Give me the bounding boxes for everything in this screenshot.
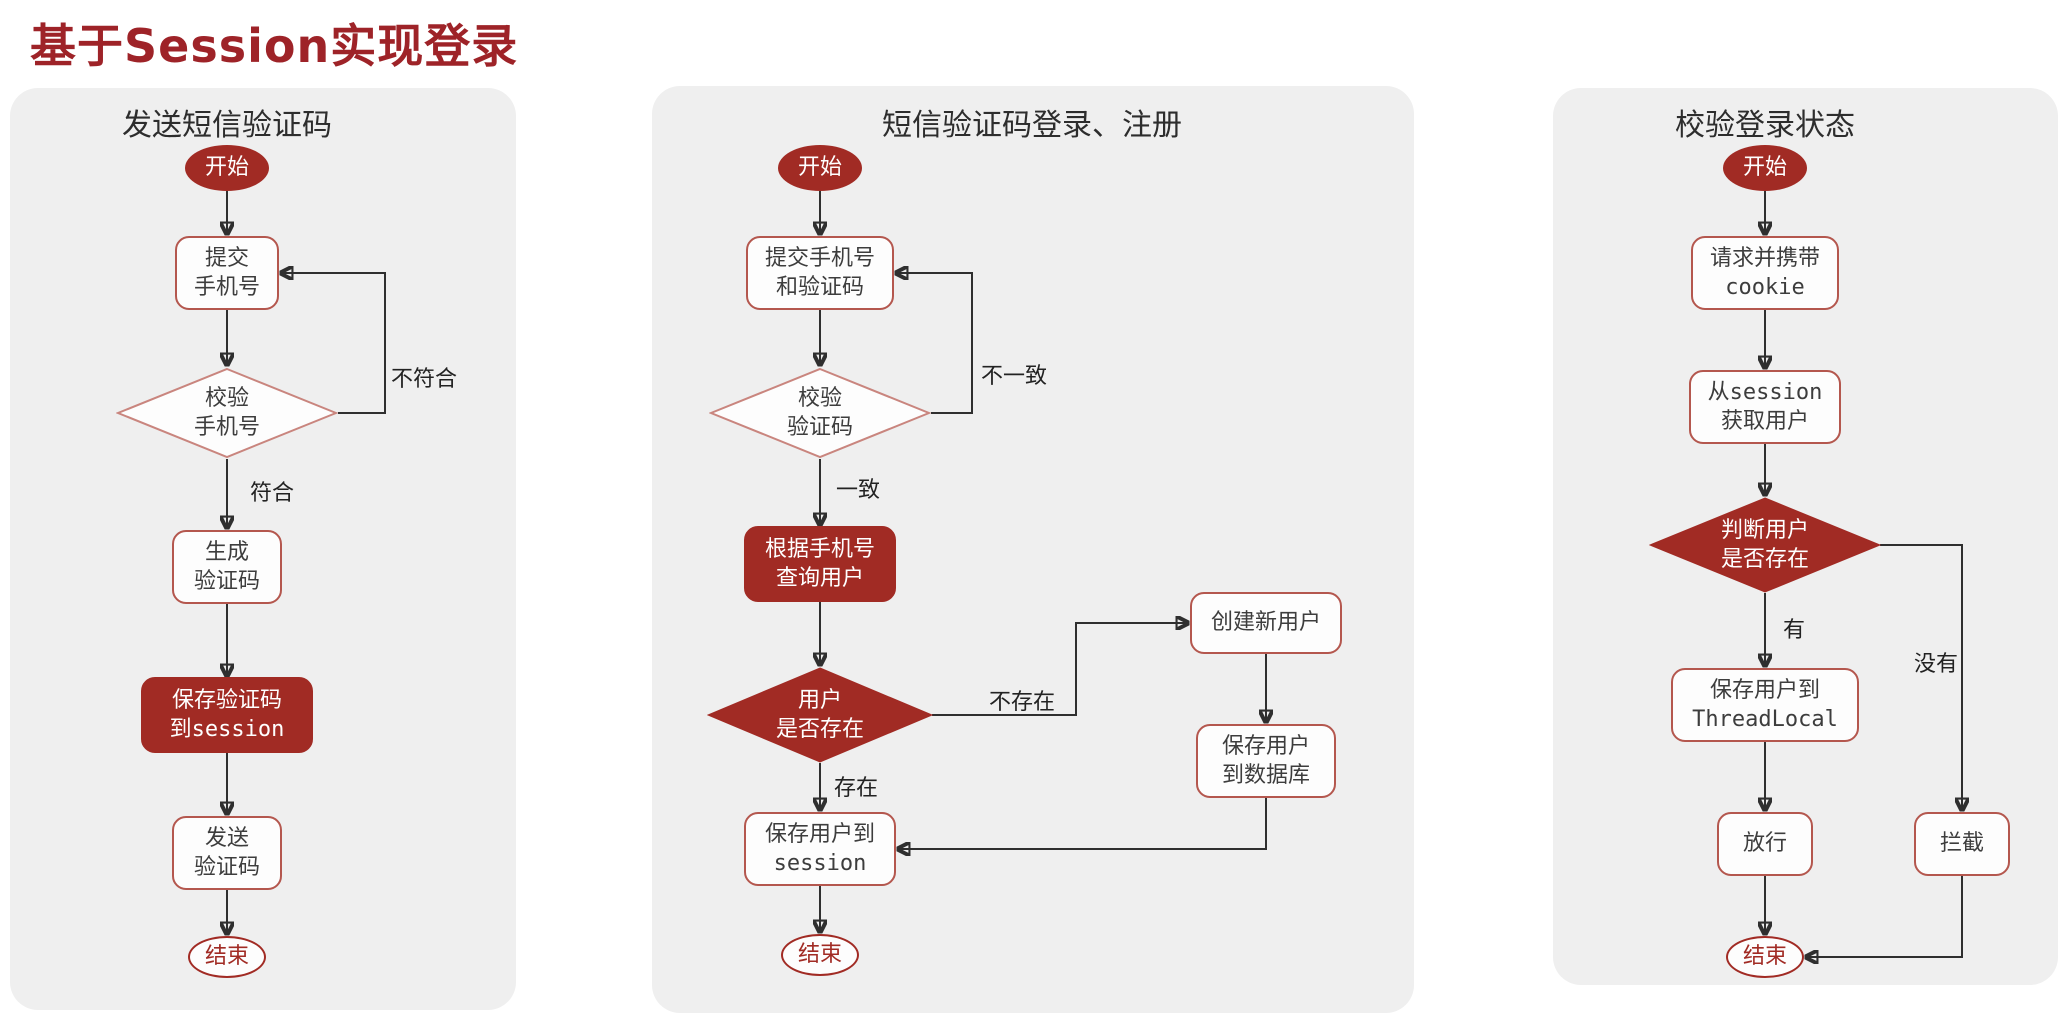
edge-label-mismatch: 不一致 xyxy=(980,364,1048,389)
diamond-shape xyxy=(709,367,931,459)
node-create-user: 创建新用户 xyxy=(1190,592,1342,654)
node-user-exists: 用户 是否存在 xyxy=(707,667,933,763)
edge-label-exist: 存在 xyxy=(833,776,879,801)
node-query-user: 根据手机号 查询用户 xyxy=(744,526,896,602)
page-title: 基于Session实现登录 xyxy=(30,19,519,73)
node-label: 校验 验证码 xyxy=(786,385,853,440)
diamond-shape xyxy=(116,367,338,459)
node-label: 校验 手机号 xyxy=(193,385,260,440)
node-block: 拦截 xyxy=(1914,812,2010,876)
node-pass: 放行 xyxy=(1717,812,1813,876)
node-check-code: 校验 验证码 xyxy=(709,367,931,459)
node-start-1: 开始 xyxy=(185,145,269,191)
node-label: 用户 是否存在 xyxy=(775,687,864,742)
node-get-user-session: 从session 获取用户 xyxy=(1689,370,1841,444)
node-start-2: 开始 xyxy=(778,145,862,191)
edge-label-pass: 符合 xyxy=(249,481,295,506)
node-judge-user: 判断用户 是否存在 xyxy=(1649,497,1881,593)
node-generate-code: 生成 验证码 xyxy=(172,530,282,604)
node-save-session: 保存用户到 session xyxy=(744,812,896,886)
edge-label-no: 没有 xyxy=(1913,652,1959,677)
node-submit-phone-code: 提交手机号 和验证码 xyxy=(746,236,894,310)
node-end-2: 结束 xyxy=(781,934,859,976)
node-start-3: 开始 xyxy=(1723,145,1807,191)
panel-title-login-register: 短信验证码登录、注册 xyxy=(882,108,1182,143)
node-send-code: 发送 验证码 xyxy=(172,816,282,890)
node-save-code-session: 保存验证码 到session xyxy=(141,677,313,753)
edge-label-not-exist: 不存在 xyxy=(988,690,1056,715)
diamond-shape xyxy=(1649,497,1881,593)
node-check-phone: 校验 手机号 xyxy=(116,367,338,459)
node-end-1: 结束 xyxy=(188,936,266,978)
node-end-3: 结束 xyxy=(1726,936,1804,978)
edge-label-fail: 不符合 xyxy=(390,367,458,392)
node-save-threadlocal: 保存用户到 ThreadLocal xyxy=(1671,668,1859,742)
edge-label-match: 一致 xyxy=(835,478,881,503)
node-request-cookie: 请求并携带 cookie xyxy=(1691,236,1839,310)
node-save-db: 保存用户 到数据库 xyxy=(1196,724,1336,798)
panel-title-check-login: 校验登录状态 xyxy=(1675,108,1855,143)
node-label: 判断用户 是否存在 xyxy=(1720,517,1809,572)
node-submit-phone: 提交 手机号 xyxy=(175,236,279,310)
diamond-shape xyxy=(707,667,933,763)
panel-title-send-sms: 发送短信验证码 xyxy=(122,108,332,143)
edge-label-yes: 有 xyxy=(1782,618,1806,643)
